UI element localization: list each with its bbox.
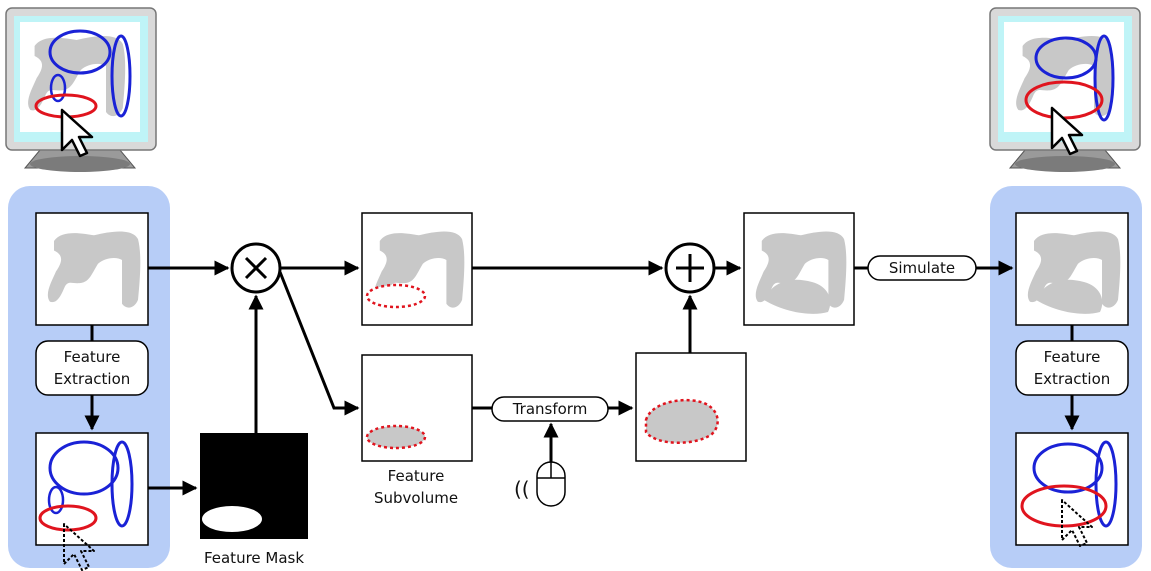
feature-subvolume-label: Feature — [388, 467, 445, 485]
feature-subvolume-label-2: Subvolume — [374, 489, 458, 507]
transform-label: Transform — [512, 400, 588, 418]
feature-extraction-label-left: Feature — [64, 348, 121, 366]
feature-extraction-label-left-2: Extraction — [54, 370, 131, 388]
feature-extraction-label-right: Feature — [1044, 348, 1101, 366]
computer-mouse-icon — [536, 461, 566, 507]
monitor-icon-right — [989, 7, 1141, 172]
feature-mask-label: Feature Mask — [204, 549, 304, 567]
add-operator-icon — [664, 242, 716, 294]
multiply-operator-icon — [230, 242, 282, 294]
simulate-label: Simulate — [889, 259, 955, 277]
monitor-icon-left — [5, 7, 157, 172]
feature-extraction-label-right-2: Extraction — [1034, 370, 1111, 388]
scroll-waves-label: (( — [514, 477, 530, 501]
